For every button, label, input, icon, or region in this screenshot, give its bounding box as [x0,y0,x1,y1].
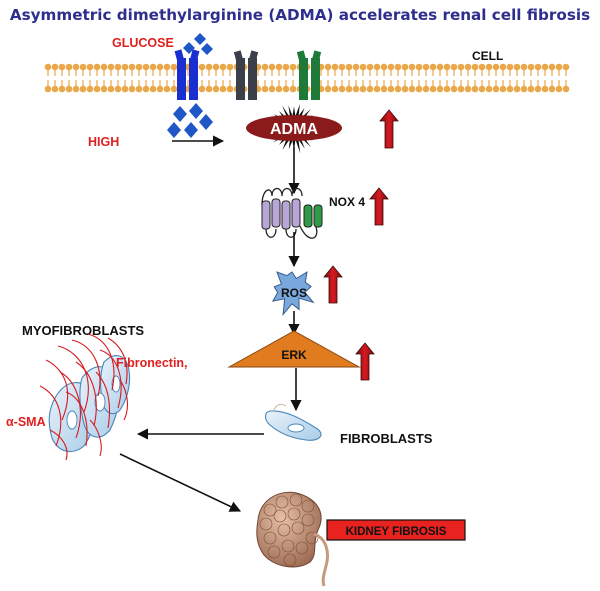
nox4-channel-icon [261,187,323,239]
adma-up-arrow-icon [379,109,399,149]
myofibroblasts-label: MYOFIBROBLASTS [22,323,144,338]
adma-label: ADMA [270,121,318,138]
adma-burst: ADMA [246,104,342,154]
receptor-gray [233,50,259,100]
erk-up-arrow-icon [355,342,375,381]
ros-burst: ROS [271,271,315,316]
nox4-label: NOX 4 [329,195,365,209]
receptor-green [296,50,322,100]
kidney-fibrosis-label: KIDNEY FIBROSIS [346,526,447,538]
ros-up-arrow-icon [323,265,343,304]
nox4-up-arrow-icon [369,187,389,226]
ros-label: ROS [281,286,307,300]
glucose-diamonds-outside [183,33,213,55]
glucose-diamonds-inside [167,103,213,138]
glucose-receptor [174,49,200,100]
kidney-icon [256,491,329,587]
kidney-fibrosis-box: KIDNEY FIBROSIS [326,519,466,541]
glucose-label: GLUCOSE [112,36,174,50]
diagram-title: Asymmetric dimethylarginine (ADMA) accel… [10,6,590,24]
fibroblasts-label: FIBROBLASTS [340,431,433,446]
myofibroblasts-to-kidney-arrow [119,453,242,512]
fibroblast-cell-icon [264,403,322,441]
cell-label: CELL [472,49,503,63]
fibronectin-label: Fibronectin, [116,356,188,370]
high-label: HIGH [88,135,119,149]
erk-triangle: ERK [227,330,361,368]
myofibroblasts-cell-cluster [39,333,131,461]
erk-label: ERK [281,348,307,362]
alpha-sma-label: α-SMA [6,415,46,429]
